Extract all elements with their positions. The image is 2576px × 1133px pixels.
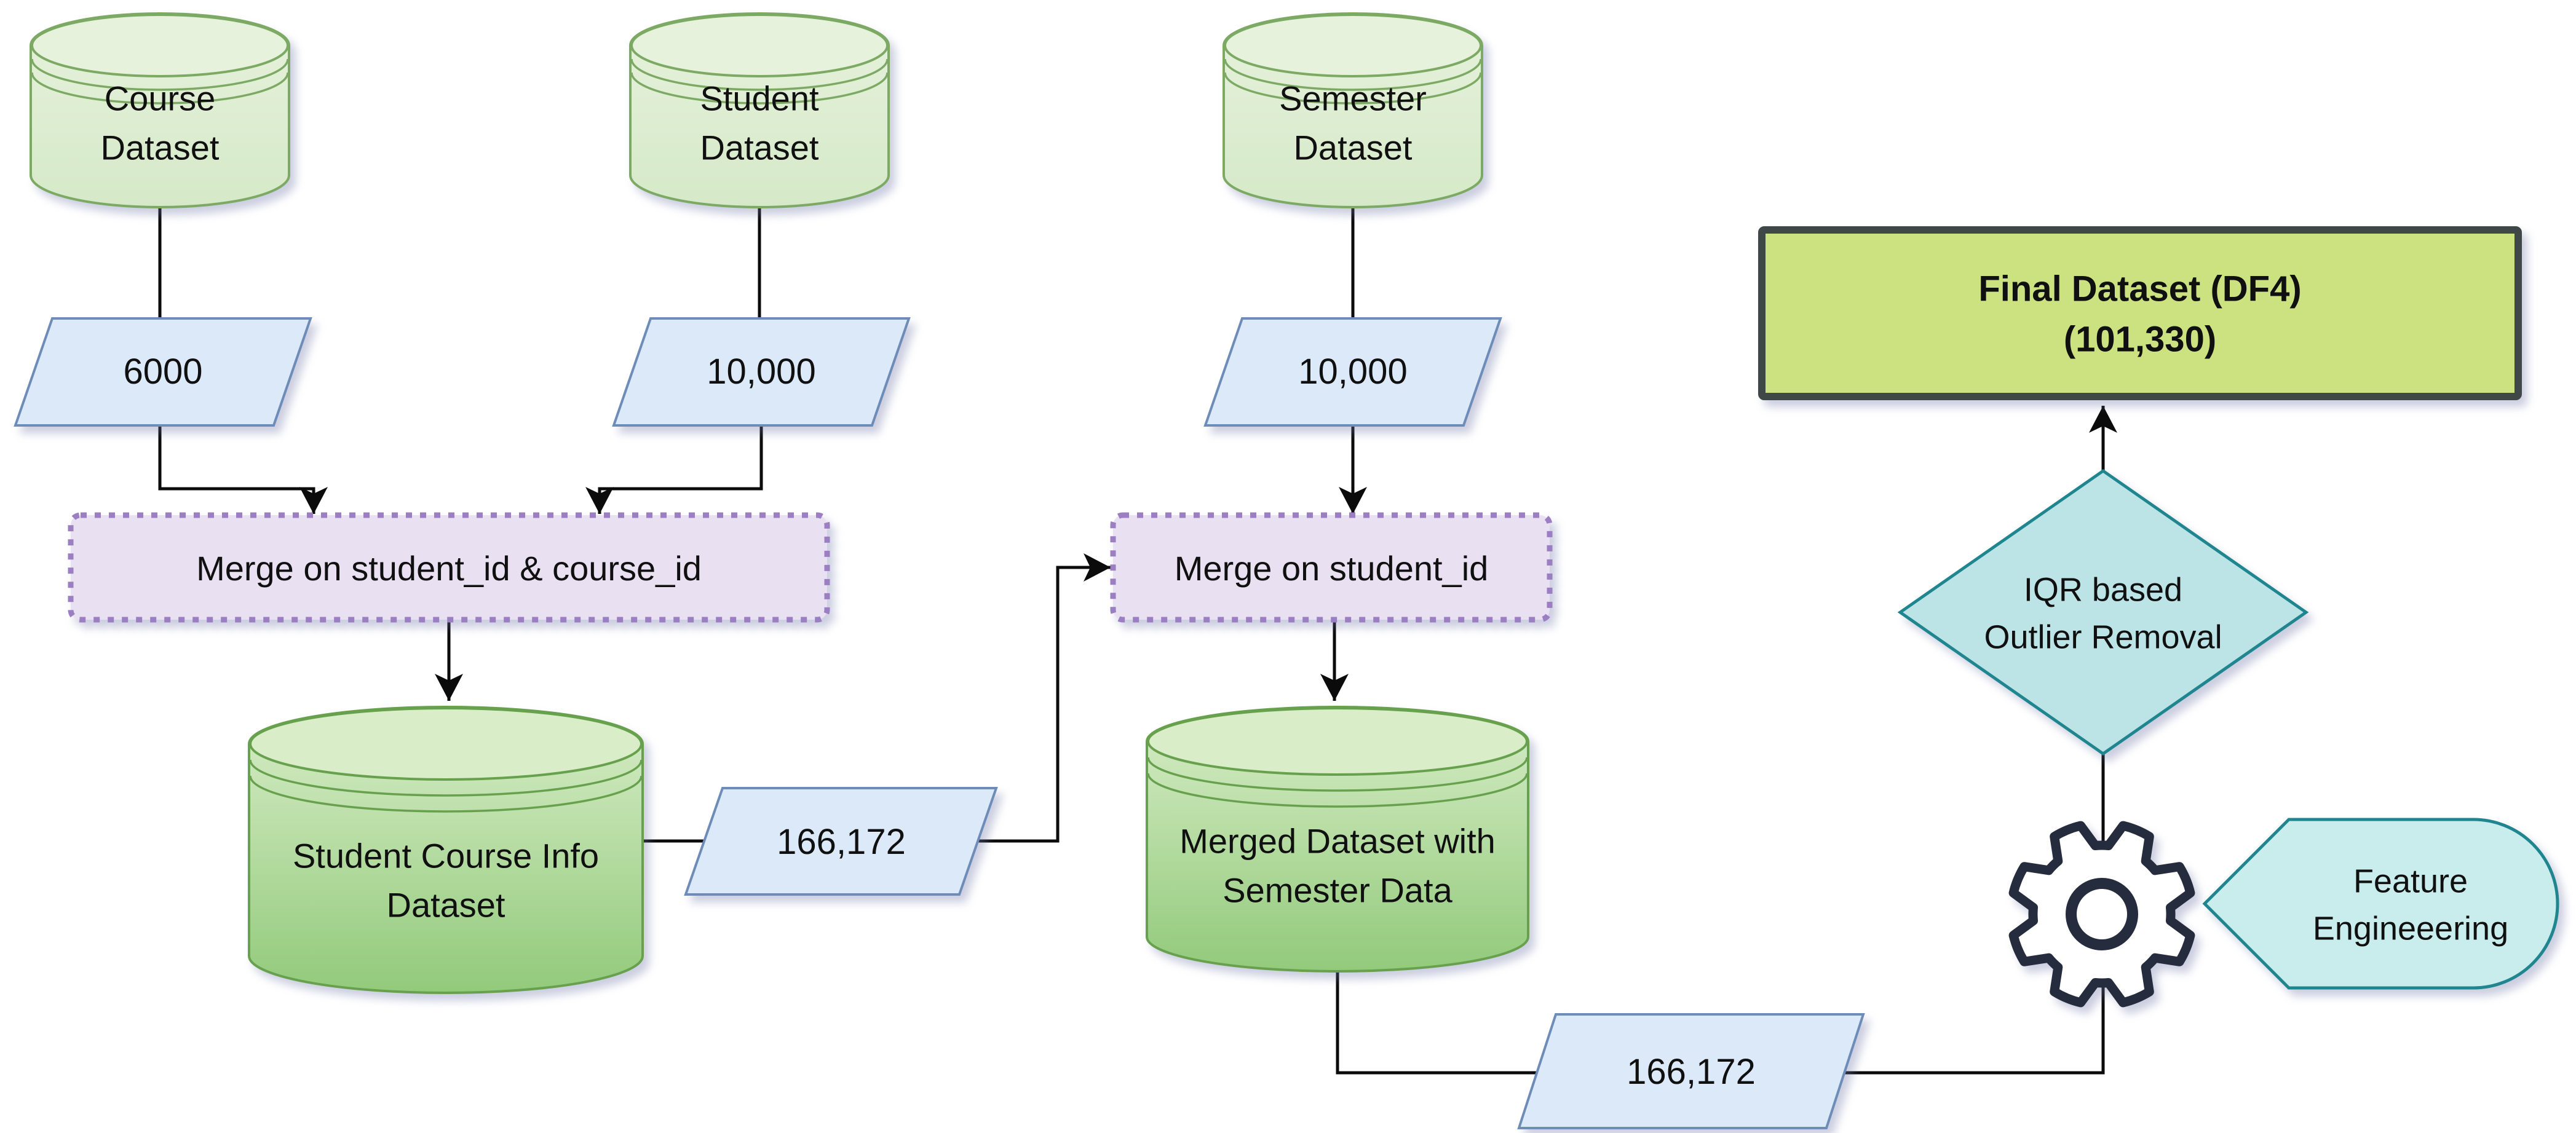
student-dataset-cylinder: [629, 12, 890, 208]
student-course-info-cylinder: [248, 706, 644, 994]
student-count-label: 10,000: [707, 351, 816, 392]
student-course-info-label: Student Course Info Dataset: [292, 836, 600, 924]
merge-semester-label: Merge on student_id: [1174, 549, 1489, 588]
final-input-count-parallelogram: [1517, 1013, 1865, 1129]
gear-icon: [2008, 821, 2195, 1008]
merge-students-courses-box: [68, 512, 830, 623]
final-dataset-box: [1758, 226, 2522, 400]
arrow-course-count-to-merge1: [158, 425, 328, 514]
final-dataset-label: Final Dataset (DF4) (101,330): [1978, 269, 2302, 360]
semester-dataset-label: Semester Dataset: [1279, 79, 1427, 167]
semester-count-label: 10,000: [1298, 351, 1408, 392]
student-count-parallelogram: [612, 317, 911, 427]
outlier-removal-label: IQR based Outlier Removal: [1984, 571, 2222, 655]
final-input-count-label: 166,172: [1627, 1051, 1756, 1092]
merged-count-label: 166,172: [777, 821, 906, 862]
merge-semester-box: [1110, 512, 1553, 623]
outlier-removal-diamond: [1897, 468, 2309, 756]
feature-engineering-label: Feature Engineeering: [2312, 863, 2509, 947]
gear-icon-hole: [2066, 878, 2138, 950]
course-count-label: 6000: [123, 351, 203, 392]
semester-dataset-cylinder: [1223, 12, 1483, 208]
merged-semester-cylinder: [1146, 706, 1529, 973]
merged-count-parallelogram: [684, 787, 998, 896]
feature-engineering-callout: [2202, 818, 2559, 990]
arrow-student-count-to-merge1: [585, 425, 763, 514]
course-dataset-cylinder: [30, 12, 290, 208]
student-dataset-label: Student Dataset: [700, 79, 819, 167]
course-count-parallelogram: [14, 317, 312, 427]
merged-semester-label: Merged Dataset with Semester Data: [1179, 821, 1496, 909]
course-dataset-label: Course Dataset: [100, 79, 220, 167]
semester-count-parallelogram: [1203, 317, 1502, 427]
merge-students-courses-label: Merge on student_id & course_id: [196, 549, 702, 588]
